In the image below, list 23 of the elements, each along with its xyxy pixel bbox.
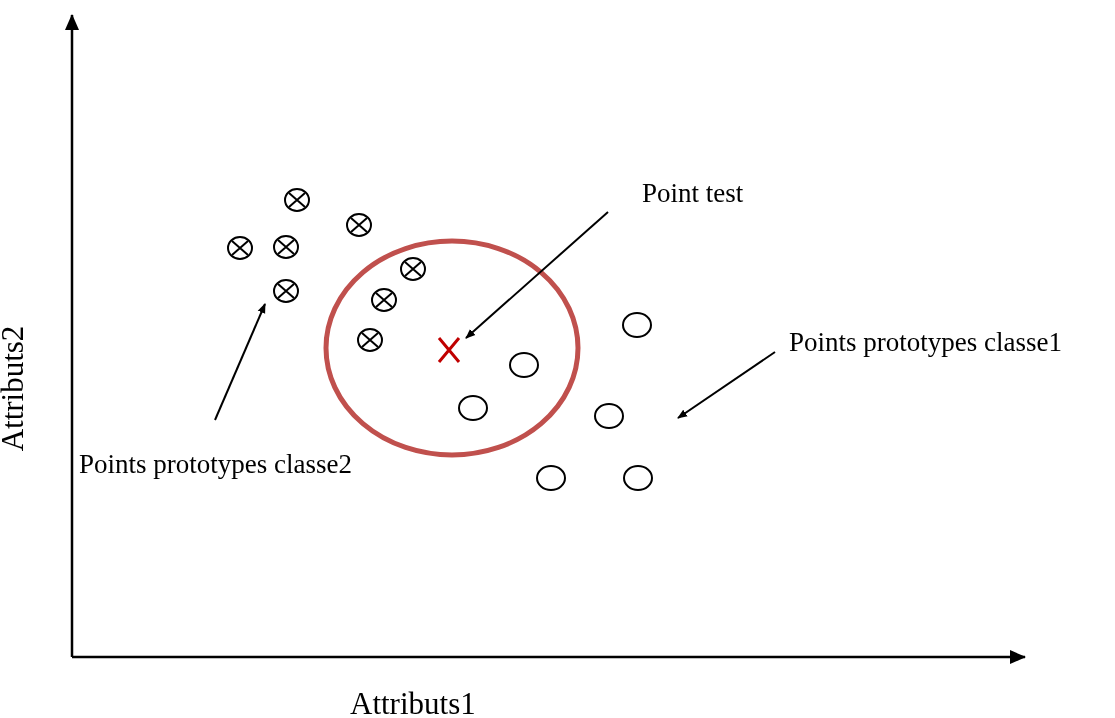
axis-title: Attributs1 [350,688,476,718]
annotation-text: Points prototypes classe2 [79,451,352,478]
leader-arrow [214,303,266,421]
annotation-text: Point test [642,180,744,207]
circle-marker [594,403,624,429]
crossed-circle-marker [346,213,372,237]
crossed-circle-marker [357,328,383,352]
axis-title: Attributs2 [0,325,29,452]
crossed-circle-marker [273,235,299,259]
circle-marker [458,395,488,421]
crossed-circle-marker [371,288,397,312]
circle-marker [509,352,539,378]
circle-marker [536,465,566,491]
leader-arrow [465,211,609,339]
annotation-text: Points prototypes classe1 [789,329,1062,356]
leader-arrow [677,351,776,419]
crossed-circle-marker [400,257,426,281]
crossed-circle-marker [284,188,310,212]
crossed-circle-marker [273,279,299,303]
circle-marker [623,465,653,491]
crossed-circle-marker [227,236,253,260]
cross-mark [437,336,461,364]
circle-marker [622,312,652,338]
